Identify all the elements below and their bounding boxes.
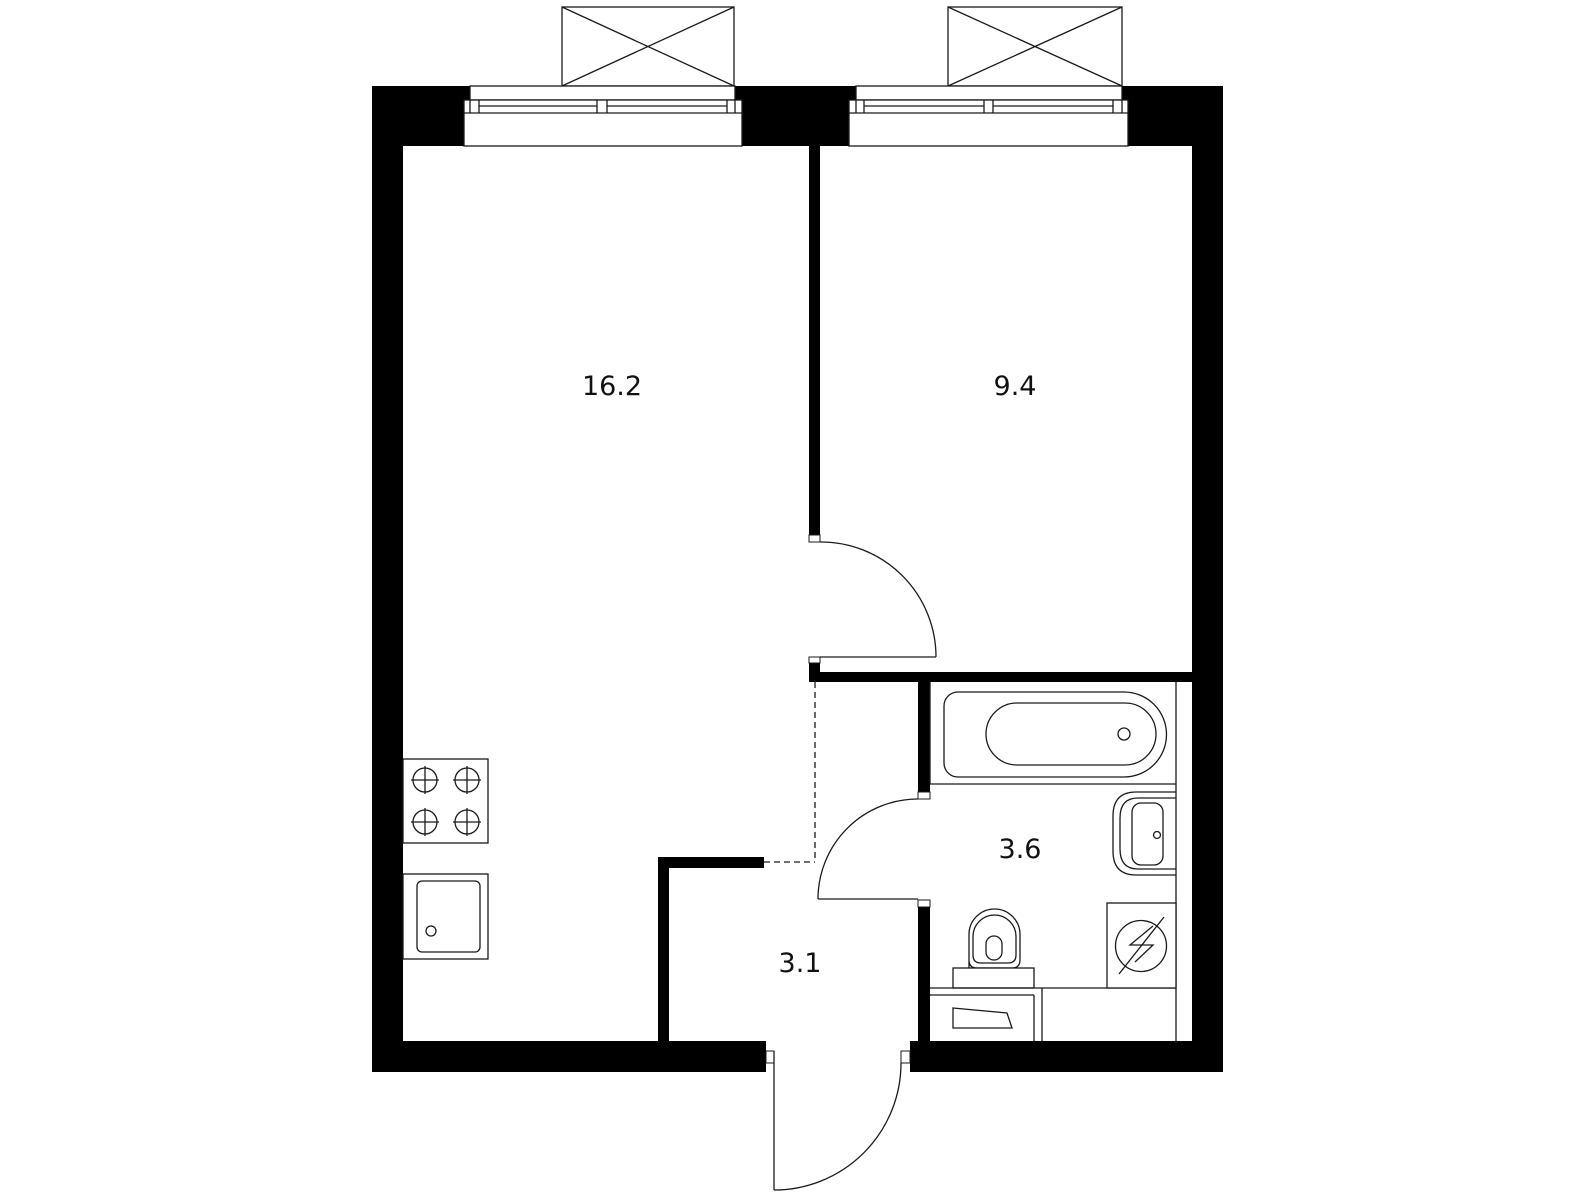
bathtub <box>943 691 1168 778</box>
lightning-icon <box>1128 925 1155 963</box>
window-left <box>463 85 743 147</box>
wall-hallway-left <box>658 857 669 1041</box>
toilet <box>952 908 1035 989</box>
flush-installation <box>930 988 1043 1041</box>
room-area-bathroom: 3.6 <box>999 834 1042 865</box>
door-entrance <box>773 1051 902 1191</box>
kitchen-sink-icon <box>402 873 489 960</box>
burner <box>411 808 439 836</box>
toilet-icon <box>968 908 1021 969</box>
door-bedroom <box>819 541 937 658</box>
wall-bottom-left <box>372 1041 766 1072</box>
door-bathroom <box>817 798 919 900</box>
window-icon <box>469 85 736 101</box>
bathroom-fixtures <box>929 682 1177 1041</box>
room-labels: 16.2 9.4 3.6 3.1 <box>582 371 1042 979</box>
balcony-unit-right <box>947 6 1123 87</box>
window-right <box>848 85 1129 147</box>
wall-top-left-upper <box>372 86 470 100</box>
drain-icon <box>1117 727 1131 741</box>
stove-icon <box>402 758 489 844</box>
wall-top-left-lower <box>372 100 464 146</box>
wall-bathroom-top <box>809 672 1192 682</box>
wall-partition-bedroom <box>809 146 820 535</box>
wall-hallway-top <box>658 857 764 868</box>
kitchen-sink <box>402 873 489 960</box>
burner <box>411 766 439 794</box>
wall-bathroom-left-upper <box>918 682 930 792</box>
washbasin-icon <box>1112 791 1176 876</box>
bathtub-icon <box>943 691 1168 778</box>
drain-icon <box>425 925 437 937</box>
window-icon <box>855 85 1123 101</box>
kitchen-hallway-opening <box>764 682 816 863</box>
door-swing-icon <box>773 1062 902 1191</box>
drain-icon <box>1152 830 1162 840</box>
door-swing-icon <box>817 798 919 900</box>
wall-bottom-right <box>910 1041 1223 1072</box>
room-area-living-kitchen: 16.2 <box>582 371 642 402</box>
door-jambs <box>765 534 931 1064</box>
washbasin <box>1112 791 1176 876</box>
walls <box>372 86 1223 1072</box>
door-swing-icon <box>819 541 937 658</box>
toilet-tank <box>952 967 1035 989</box>
wall-top-middle-lower <box>742 100 849 146</box>
room-area-bedroom: 9.4 <box>994 371 1037 402</box>
room-area-hallway: 3.1 <box>779 948 822 979</box>
burner <box>453 766 481 794</box>
balcony-unit-left <box>561 6 735 87</box>
wall-right <box>1192 86 1223 1072</box>
wall-left <box>372 86 403 1072</box>
washing-machine <box>1106 902 1177 989</box>
stove <box>402 758 489 844</box>
burner <box>453 808 481 836</box>
wall-bathroom-left-lower <box>918 907 930 1041</box>
flush-plate-icon <box>952 1007 1013 1029</box>
wall-top-middle-upper <box>735 86 856 100</box>
